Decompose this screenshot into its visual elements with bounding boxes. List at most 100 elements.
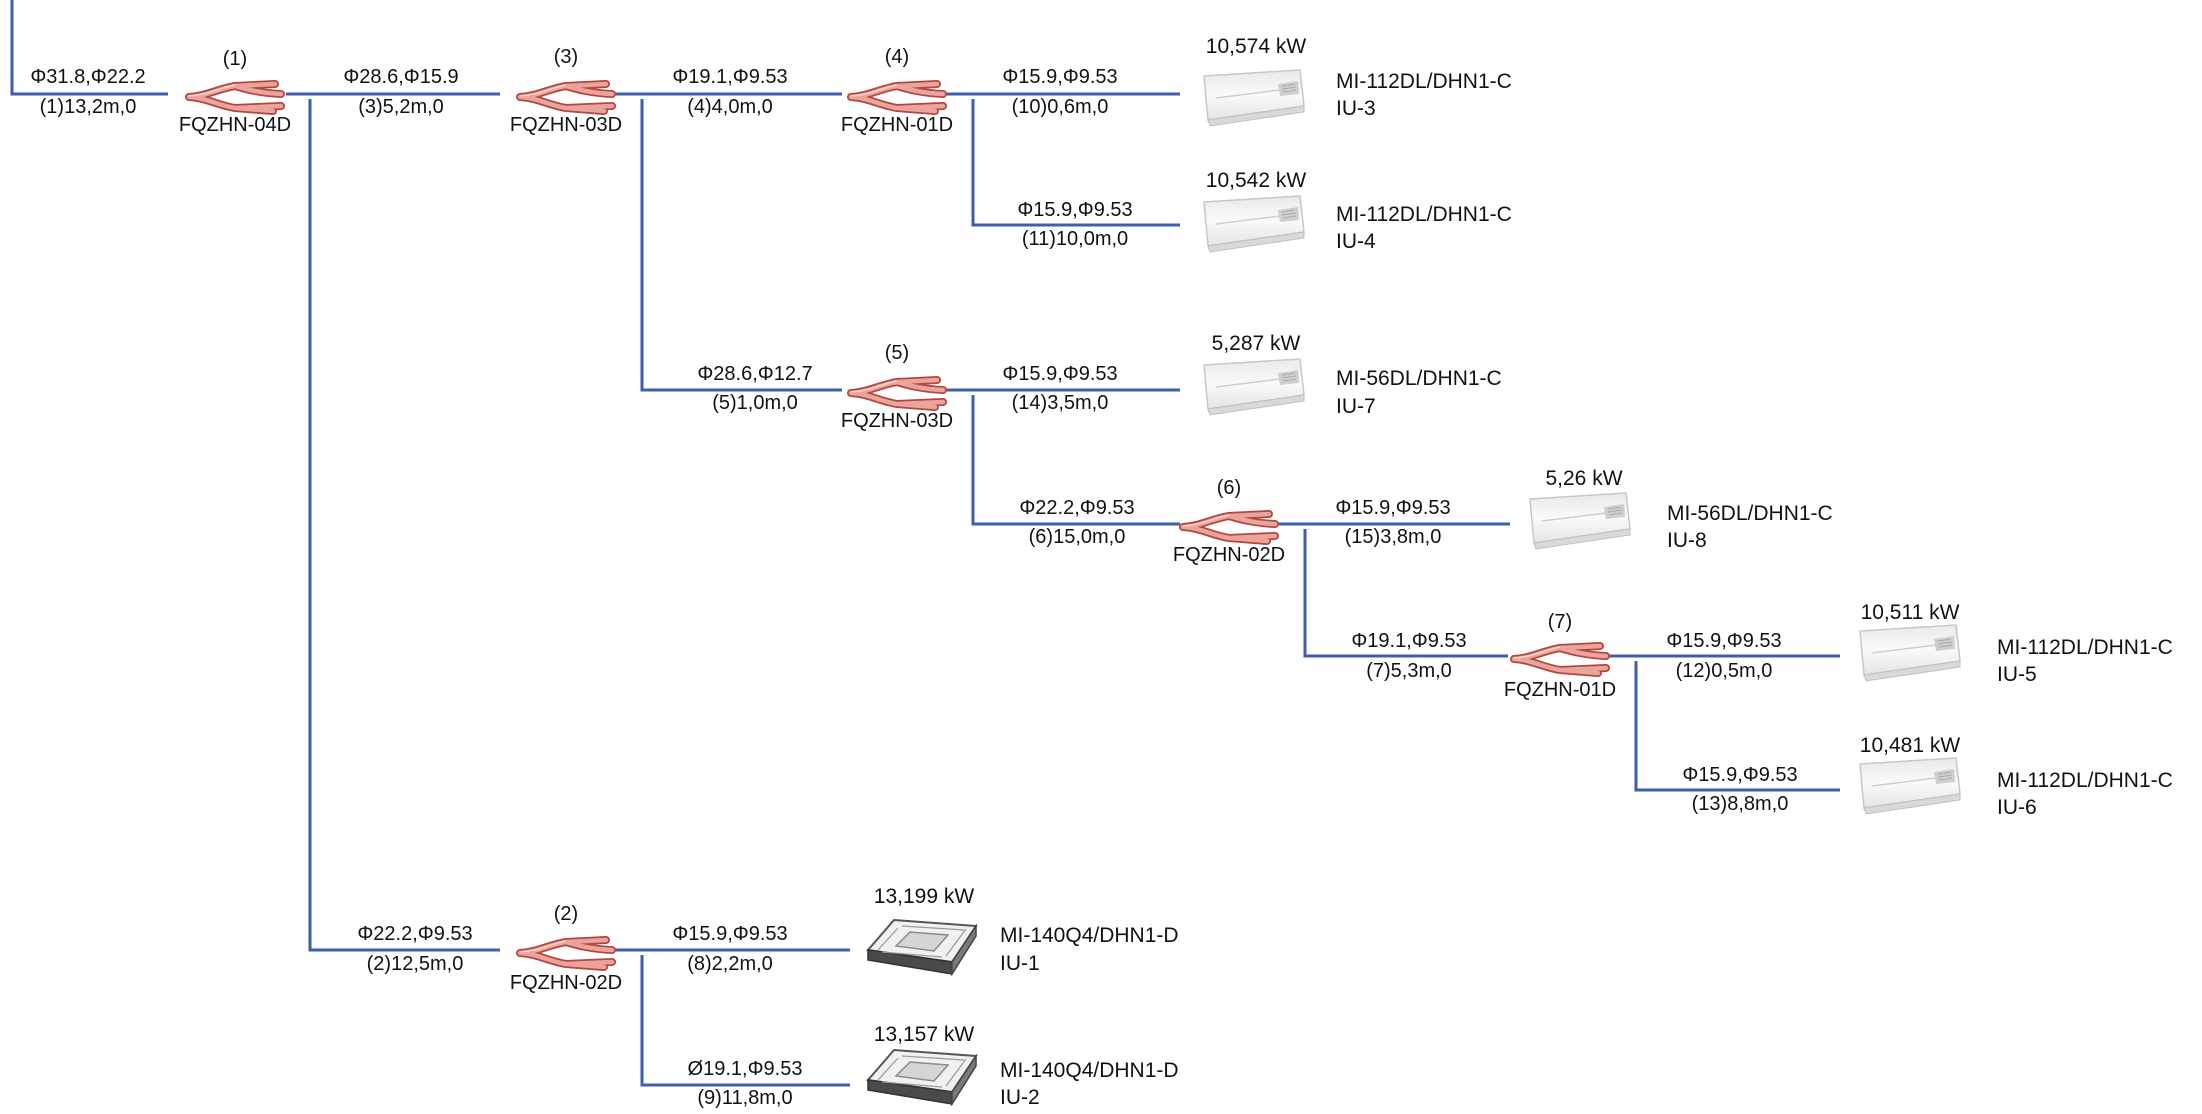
segment-4-run: (4)4,0m,0 [687,96,773,118]
segment-15-run: (15)3,8m,0 [1345,526,1442,548]
branch-joint-icon [1514,646,1606,673]
unit-capacity: 5,287 kW [1212,332,1301,355]
ceiling-unit-icon [1203,195,1305,253]
segment-labels: Φ31.8,Φ22.2 (1)13,2m,0 Φ28.6,Φ15.9 (3)5,… [30,66,1797,1109]
segment-12-run: (12)0,5m,0 [1676,660,1773,682]
cassette-unit-icon [867,919,977,975]
branch-joint-icon [189,84,281,111]
unit-name: IU-4 [1336,230,1376,253]
indoor-units: 10,574 kW MI-112DL/DHN1-C IU-3 10,542 kW… [867,35,2173,1109]
pipe-segment-6 [971,395,1180,526]
unit-name: IU-3 [1336,97,1376,120]
segment-2-run: (2)12,5m,0 [367,953,464,975]
segment-4-spec: Φ19.1,Φ9.53 [672,66,787,88]
segment-13-spec: Φ15.9,Φ9.53 [1682,764,1797,786]
indoor-unit-iu5: 10,511 kW MI-112DL/DHN1-C IU-5 [1859,601,2173,686]
unit-model: MI-112DL/DHN1-C [1997,636,2173,659]
segment-14-spec: Φ15.9,Φ9.53 [1002,363,1117,385]
unit-capacity: 10,574 kW [1206,35,1307,58]
unit-model: MI-56DL/DHN1-C [1336,367,1502,390]
ceiling-unit-icon [1859,757,1961,815]
branch-joint-7: (7) FQZHN-01D [1504,611,1616,701]
joint-model: FQZHN-02D [1173,544,1285,566]
unit-model: MI-112DL/DHN1-C [1997,769,2173,792]
unit-capacity: 10,511 kW [1861,601,1960,624]
segment-9-run: (9)11,8m,0 [697,1087,792,1109]
joint-model: FQZHN-02D [510,972,622,994]
joint-index: (6) [1217,477,1241,499]
segment-7-spec: Φ19.1,Φ9.53 [1351,630,1466,652]
segment-15-spec: Φ15.9,Φ9.53 [1335,497,1450,519]
branch-joint-icon [851,380,943,407]
segment-6-run: (6)15,0m,0 [1029,526,1126,548]
pipe-segment-2 [308,99,500,952]
pipe-segment-7 [1303,529,1508,658]
segment-7-run: (7)5,3m,0 [1366,660,1452,682]
segment-8-spec: Φ15.9,Φ9.53 [672,923,787,945]
unit-model: MI-56DL/DHN1-C [1667,502,1833,525]
joint-model: FQZHN-03D [841,410,953,432]
joint-model: FQZHN-01D [841,114,953,136]
unit-name: IU-6 [1997,796,2037,819]
branch-joint-icon [520,84,612,111]
pipe-segment-5 [640,99,842,392]
joint-index: (3) [554,46,578,68]
branch-joint-6: (6) FQZHN-02D [1173,477,1285,566]
joint-index: (7) [1548,611,1572,633]
segment-6-spec: Φ22.2,Φ9.53 [1019,497,1134,519]
supply-pipe-spec: Φ31.8,Φ22.2 [30,66,145,88]
indoor-unit-iu3: 10,574 kW MI-112DL/DHN1-C IU-3 [1203,35,1512,127]
branch-joint-4: (4) FQZHN-01D [841,46,953,136]
segment-5-run: (5)1,0m,0 [712,392,798,414]
segment-10-run: (10)0,6m,0 [1012,96,1109,118]
segment-13-run: (13)8,8m,0 [1692,793,1789,815]
unit-capacity: 13,157 kW [874,1023,975,1046]
branch-joint-1: (1) FQZHN-04D [179,48,291,136]
unit-model: MI-140Q4/DHN1-D [1000,1059,1179,1082]
segment-12-spec: Φ15.9,Φ9.53 [1666,630,1781,652]
unit-model: MI-112DL/DHN1-C [1336,203,1512,226]
segment-10-spec: Φ15.9,Φ9.53 [1002,66,1117,88]
joint-model: FQZHN-01D [1504,679,1616,701]
pipe-segment-13 [1634,661,1840,792]
joint-model: FQZHN-03D [510,114,622,136]
unit-name: IU-8 [1667,529,1707,552]
indoor-unit-iu4: 10,542 kW MI-112DL/DHN1-C IU-4 [1203,169,1512,253]
indoor-unit-iu8: 5,26 kW MI-56DL/DHN1-C IU-8 [1529,467,1833,552]
unit-capacity: 10,481 kW [1860,734,1961,757]
branch-joint-5: (5) FQZHN-03D [841,342,953,432]
pipe-segment-11 [971,99,1180,227]
indoor-unit-iu1: 13,199 kW MI-140Q4/DHN1-D IU-1 [867,885,1179,975]
unit-name: IU-1 [1000,952,1040,975]
indoor-unit-iu7: 5,287 kW MI-56DL/DHN1-C IU-7 [1203,332,1502,418]
segment-3-spec: Φ28.6,Φ15.9 [343,66,458,88]
indoor-unit-iu6: 10,481 kW MI-112DL/DHN1-C IU-6 [1859,734,2173,819]
cassette-unit-icon [867,1049,977,1105]
segment-9-spec: Ø19.1,Φ9.53 [688,1058,803,1080]
joint-index: (2) [554,903,578,925]
ceiling-unit-icon [1203,69,1305,127]
branch-joint-2: (2) FQZHN-02D [510,903,622,994]
joint-index: (5) [885,342,909,364]
segment-5-spec: Φ28.6,Φ12.7 [697,363,812,385]
ceiling-unit-icon [1203,358,1305,416]
ceiling-unit-icon [1529,492,1631,550]
unit-name: IU-7 [1336,395,1376,418]
joint-index: (4) [885,46,909,68]
main-supply-pipe [10,0,168,96]
joint-index: (1) [223,48,247,70]
segment-11-run: (11)10,0m,0 [1022,228,1128,250]
indoor-unit-iu2: 13,157 kW MI-140Q4/DHN1-D IU-2 [867,1023,1179,1109]
segment-8-run: (8)2,2m,0 [687,953,773,975]
segment-2-spec: Φ22.2,Φ9.53 [357,923,472,945]
pipe-segment-9 [640,955,850,1087]
pipe-network [10,0,1840,1087]
unit-capacity: 5,26 kW [1545,467,1622,490]
unit-name: IU-5 [1997,663,2037,686]
segment-14-run: (14)3,5m,0 [1012,392,1109,414]
unit-name: IU-2 [1000,1086,1040,1109]
branch-joint-icon [1183,514,1275,541]
joint-model: FQZHN-04D [179,114,291,136]
supply-pipe-run: (1)13,2m,0 [40,96,137,118]
